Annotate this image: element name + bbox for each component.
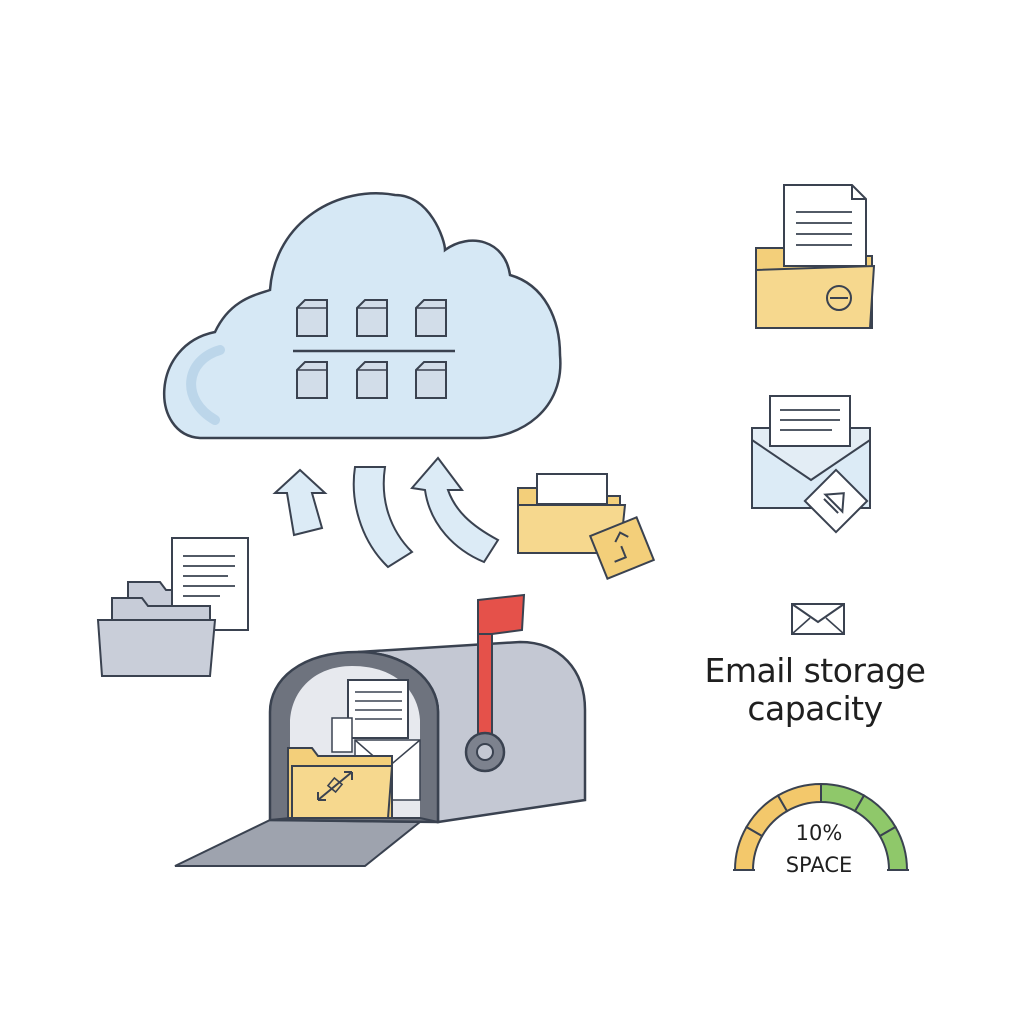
stamp-icon [803, 468, 869, 534]
flag-icon [464, 593, 526, 773]
upload-arrow-icon [272, 468, 328, 537]
folder-icon [287, 747, 394, 819]
storage-title: Email storage capacity [690, 652, 940, 728]
upload-arrow-icon [352, 466, 414, 569]
envelope-icon [751, 395, 871, 534]
upload-arrow-icon [410, 456, 500, 564]
gauge-percent-label: 10% [796, 821, 843, 845]
storage-title-line2: capacity [747, 689, 883, 728]
folder-icon [755, 184, 876, 329]
file-grid-icon [293, 299, 455, 399]
mailbox-icon [174, 593, 587, 867]
share-tag-icon [588, 516, 656, 580]
gauge-segment [776, 782, 822, 813]
envelope-icon [791, 603, 845, 635]
gauge-icon [733, 782, 909, 871]
folder-icon [96, 581, 217, 677]
storage-title-line1: Email storage [704, 651, 926, 690]
gauge-space-label: SPACE [786, 853, 853, 877]
gauge-segment [878, 825, 909, 871]
document-icon [347, 679, 409, 739]
